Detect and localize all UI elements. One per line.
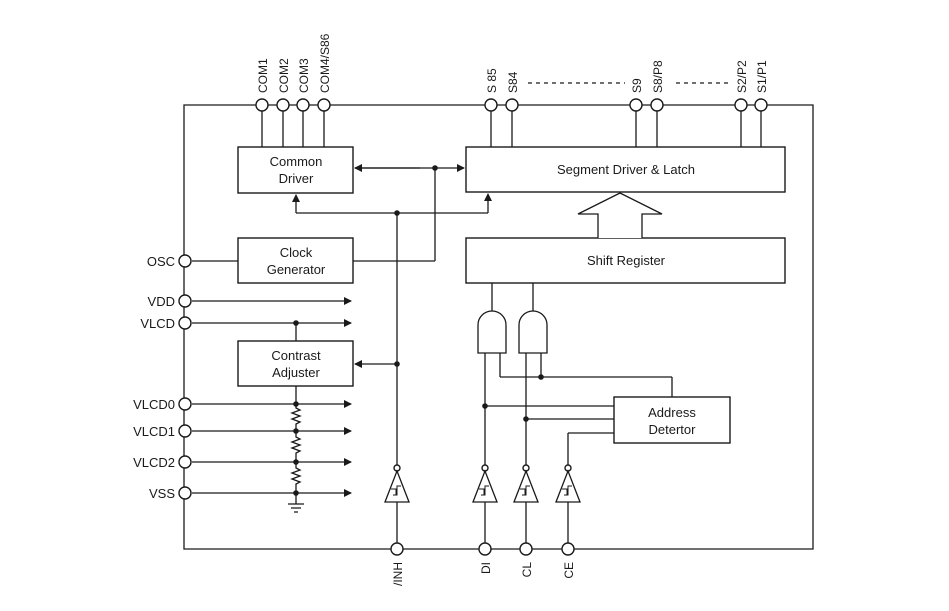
pin-label-s8: S8/P8 bbox=[651, 60, 665, 93]
schmitt-buffer-inh bbox=[384, 464, 410, 543]
junction-dot bbox=[482, 403, 488, 409]
address-detector-label-line1: Address bbox=[648, 405, 696, 420]
pin-label-vss: VSS bbox=[149, 486, 175, 501]
contrast-adjuster-label-line2: Adjuster bbox=[272, 365, 320, 380]
pin-vlcd2-pad bbox=[178, 455, 192, 469]
pin-label-com4: COM4/S86 bbox=[318, 33, 332, 93]
pin-label-s84: S84 bbox=[506, 71, 520, 93]
junction-dot bbox=[394, 210, 400, 216]
pin-label-s85: S 85 bbox=[485, 68, 499, 93]
pin-label-ce: CE bbox=[562, 562, 576, 579]
pin-s1-pad bbox=[754, 98, 768, 112]
pin-label-com2: COM2 bbox=[277, 58, 291, 93]
shift-register-block bbox=[465, 237, 786, 284]
pin-com4-pad bbox=[317, 98, 331, 112]
data-transfer-arrow bbox=[577, 192, 663, 238]
pin-label-s2: S2/P2 bbox=[735, 60, 749, 93]
junction-dot bbox=[523, 416, 529, 422]
top-pin-wires bbox=[261, 105, 762, 148]
segment-driver-block bbox=[465, 146, 786, 193]
pin-com2-pad bbox=[276, 98, 290, 112]
pin-inh-pad bbox=[390, 542, 404, 556]
address-detector-block bbox=[613, 396, 731, 444]
contrast-adjuster-label-line1: Contrast bbox=[271, 348, 321, 363]
schmitt-buffer-ce bbox=[555, 464, 581, 543]
pin-vlcd-pad bbox=[178, 316, 192, 330]
pin-label-com3: COM3 bbox=[297, 58, 311, 93]
pin-label-vlcd1: VLCD1 bbox=[133, 424, 175, 439]
and-gate-2 bbox=[518, 310, 548, 354]
pin-s85-pad bbox=[484, 98, 498, 112]
pin-vlcd1-pad bbox=[178, 424, 192, 438]
pin-label-inh: /INH bbox=[391, 562, 405, 586]
pin-com3-pad bbox=[296, 98, 310, 112]
pin-label-vlcd2: VLCD2 bbox=[133, 455, 175, 470]
pin-cl-pad bbox=[519, 542, 533, 556]
pin-osc-pad bbox=[178, 254, 192, 268]
pin-label-di: DI bbox=[479, 562, 493, 574]
junction-dot bbox=[293, 490, 299, 496]
pin-s2-pad bbox=[734, 98, 748, 112]
top-pin-pads bbox=[255, 98, 768, 112]
ground-icon bbox=[288, 503, 304, 513]
pin-s84-pad bbox=[505, 98, 519, 112]
pin-com1-pad bbox=[255, 98, 269, 112]
junction-dot bbox=[432, 165, 438, 171]
segment-driver-label: Segment Driver & Latch bbox=[557, 162, 695, 177]
junction-dot bbox=[293, 401, 299, 407]
pin-label-s1: S1/P1 bbox=[755, 60, 769, 93]
logic-wires bbox=[484, 283, 673, 465]
pin-vlcd0-pad bbox=[178, 397, 192, 411]
and-gate-1 bbox=[477, 310, 507, 354]
clock-generator-block bbox=[237, 237, 354, 284]
pin-label-vlcd: VLCD bbox=[140, 316, 175, 331]
common-driver-label-line1: Common bbox=[270, 154, 323, 169]
schmitt-buffer-cl bbox=[513, 464, 539, 543]
common-driver-label-line2: Driver bbox=[279, 171, 314, 186]
schmitt-buffer-di bbox=[472, 464, 498, 543]
clock-generator-label-line1: Clock bbox=[280, 245, 313, 260]
junction-dot bbox=[394, 361, 400, 367]
pin-vdd-pad bbox=[178, 294, 192, 308]
junction-dot bbox=[293, 320, 299, 326]
pin-ce-pad bbox=[561, 542, 575, 556]
pin-vss-pad bbox=[178, 486, 192, 500]
top-pin-labels: COM1 COM2 COM3 COM4/S86 S 85 S84 S9 S8/P… bbox=[256, 33, 769, 93]
pin-label-vlcd0: VLCD0 bbox=[133, 397, 175, 412]
junction-dot bbox=[538, 374, 544, 380]
clock-bus-wires bbox=[292, 164, 492, 470]
common-driver-block bbox=[237, 146, 354, 194]
address-detector-label-line2: Detertor bbox=[649, 422, 697, 437]
pin-label-vdd: VDD bbox=[148, 294, 175, 309]
pin-label-com1: COM1 bbox=[256, 58, 270, 93]
left-pin-wires bbox=[192, 260, 352, 497]
clock-generator-label-line2: Generator bbox=[267, 262, 326, 277]
pin-s9-pad bbox=[629, 98, 643, 112]
bottom-pin-pads bbox=[390, 542, 575, 556]
pin-s8-pad bbox=[650, 98, 664, 112]
junction-dot bbox=[293, 428, 299, 434]
left-pin-pads bbox=[178, 254, 192, 500]
pin-label-cl: CL bbox=[520, 562, 534, 578]
left-pin-labels: OSC VDD VLCD VLCD0 VLCD1 VLCD2 VSS bbox=[133, 254, 175, 501]
pin-label-osc: OSC bbox=[147, 254, 175, 269]
bottom-pin-labels: /INH DI CL CE bbox=[391, 562, 576, 586]
pin-label-s9: S9 bbox=[630, 78, 644, 93]
pin-di-pad bbox=[478, 542, 492, 556]
resistor-ladder bbox=[290, 386, 302, 504]
shift-register-label: Shift Register bbox=[587, 253, 666, 268]
junction-dot bbox=[293, 459, 299, 465]
